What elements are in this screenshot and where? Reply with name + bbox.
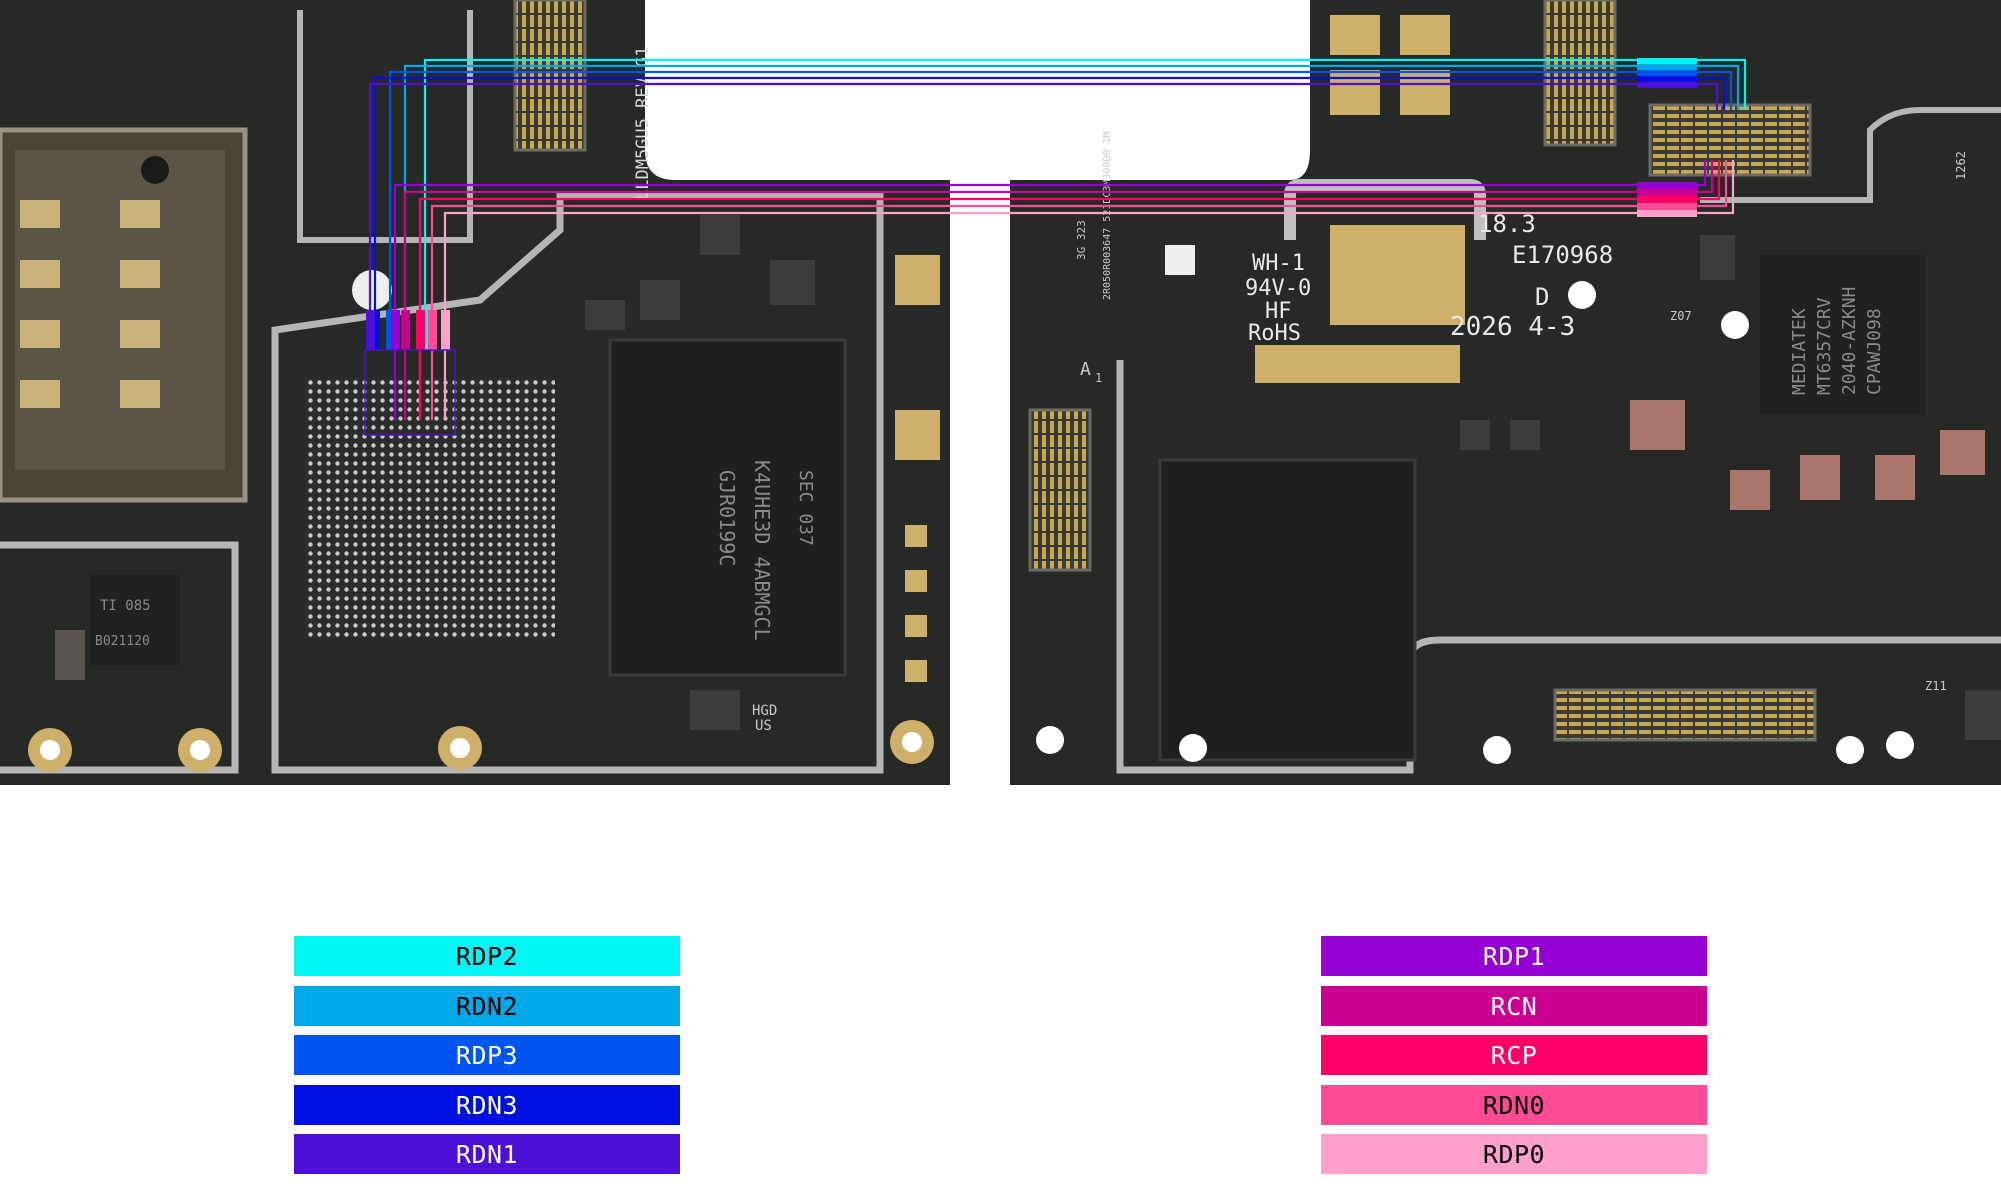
ram-code: GJR0199C bbox=[715, 470, 739, 566]
legend-rcn: RCN bbox=[1321, 986, 1707, 1026]
right-upper-frame bbox=[1700, 107, 2001, 203]
left-board: LLDM5GU5 REV:G1 K4UHE3D 4ABMGCL GJR0199C… bbox=[0, 0, 950, 785]
legend-rdn0: RDN0 bbox=[1321, 1085, 1707, 1125]
trace-pad-rdn3 bbox=[371, 310, 380, 350]
mt-part: MT6357CRV bbox=[1814, 297, 1835, 395]
hf-label: HF bbox=[1265, 299, 1292, 324]
cert-label: E170968 bbox=[1512, 241, 1613, 269]
pcb-board-diagram: LLDM5GU5 REV:G1 K4UHE3D 4ABMGCL GJR0199C… bbox=[0, 0, 2001, 785]
trace-pad-rdn0 bbox=[428, 310, 437, 350]
lldm-label: LLDM5GU5 REV:G1 bbox=[633, 46, 653, 200]
legend-rdn2: RDN2 bbox=[294, 986, 680, 1026]
trace-pad-rdn1 bbox=[366, 310, 375, 350]
right-gold-pads bbox=[1165, 15, 1465, 383]
right-copper-parts bbox=[1630, 400, 1985, 510]
legend-rcp: RCP bbox=[1321, 1035, 1707, 1075]
trace-pad-rdp2 bbox=[421, 310, 430, 350]
left-lower-frame bbox=[0, 541, 239, 774]
ram-chip bbox=[608, 338, 847, 677]
rev-label: 18.3 bbox=[1478, 210, 1536, 238]
conn-label-rdn3 bbox=[1637, 76, 1697, 82]
legend-rdn1: RDN1 bbox=[294, 1134, 680, 1174]
conn-label-rdn1 bbox=[1637, 82, 1697, 88]
a-marker: A bbox=[1080, 359, 1091, 380]
z11-label: Z11 bbox=[1925, 679, 1947, 693]
wh1-label: WH-1 bbox=[1252, 251, 1305, 276]
conn-label-rcp bbox=[1637, 196, 1697, 203]
trace-rdp2 bbox=[423, 58, 1747, 330]
hgd-label: HGD bbox=[752, 703, 777, 719]
trace-pad-rcp bbox=[416, 310, 425, 350]
mediatek-label: MEDIATEK bbox=[1789, 308, 1810, 395]
right-mid-connector bbox=[1648, 103, 1812, 177]
ram-label: K4UHE3D 4ABMGCL bbox=[750, 460, 774, 641]
bga-landing-outline bbox=[364, 349, 456, 436]
left-mount-holes bbox=[28, 270, 934, 772]
trace-rcn bbox=[403, 160, 1714, 420]
us-label: US bbox=[755, 718, 772, 734]
conn-label-rdn2 bbox=[1637, 64, 1697, 70]
legend-rdp2: RDP2 bbox=[294, 936, 680, 976]
conn-label-rdp0 bbox=[1637, 210, 1697, 217]
ul-d-label: D bbox=[1535, 283, 1549, 311]
sim-contacts bbox=[20, 200, 160, 408]
trace-rdn3 bbox=[373, 76, 1726, 330]
left-upper-frame bbox=[297, 10, 473, 243]
rohs-label: RoHS bbox=[1248, 321, 1301, 346]
mediatek-pmic bbox=[1760, 255, 1925, 415]
mt-code: 2040-AZKNH bbox=[1839, 287, 1860, 395]
mt-lot: CPAWJ098 bbox=[1864, 308, 1885, 395]
right-bottom-connector bbox=[1553, 688, 1817, 742]
sec-label: SEC 037 bbox=[795, 470, 816, 546]
left-shield-frame bbox=[271, 191, 884, 774]
ss-label: 3G 323 bbox=[1075, 220, 1088, 260]
left-top-connector bbox=[513, 0, 587, 152]
conn-label-rdn0 bbox=[1637, 203, 1697, 210]
left-gold-pads bbox=[895, 255, 940, 682]
trace-rdp1 bbox=[393, 160, 1707, 420]
trace-rdp3 bbox=[388, 70, 1733, 330]
right-side-connector bbox=[1028, 408, 1092, 572]
zxx-label: Z07 bbox=[1670, 309, 1692, 323]
right-large-chip bbox=[1158, 458, 1417, 762]
legend-rdn3: RDN3 bbox=[294, 1085, 680, 1125]
v0-label: 94V-0 bbox=[1245, 276, 1311, 301]
ti-code: TI 085 bbox=[100, 598, 151, 614]
conn-label-rdp2 bbox=[1637, 58, 1697, 64]
legend-rdp1: RDP1 bbox=[1321, 936, 1707, 976]
id-small: 2R050R003647 521DC3M300D0 1M bbox=[1102, 131, 1113, 300]
trace-pad-rdp0 bbox=[441, 310, 450, 350]
one-marker: 1 bbox=[1095, 371, 1102, 385]
conn-label-rdp1 bbox=[1637, 182, 1697, 189]
trace-pad-rdp3 bbox=[386, 310, 395, 350]
i262-label: 1262 bbox=[1954, 151, 1968, 180]
right-mount-holes bbox=[1036, 281, 1914, 764]
soc-bga bbox=[305, 378, 555, 638]
conn-label-rdp3 bbox=[1637, 70, 1697, 76]
ti-chip bbox=[90, 575, 180, 665]
sim-inner bbox=[15, 150, 225, 470]
trace-rcp bbox=[418, 160, 1721, 420]
b-code: B021120 bbox=[95, 634, 150, 649]
trace-overlay bbox=[364, 58, 1747, 436]
conn-label-rcn bbox=[1637, 189, 1697, 196]
date-label: 2026 4-3 bbox=[1450, 312, 1575, 342]
right-board: MEDIATEK MT6357CRV 2040-AZKNH CPAWJ098 W… bbox=[1010, 0, 2001, 785]
trace-rdn1 bbox=[368, 82, 1719, 330]
left-small-components bbox=[55, 215, 815, 730]
trace-pad-rdp1 bbox=[391, 310, 400, 350]
legend-rdp3: RDP3 bbox=[294, 1035, 680, 1075]
trace-pad-rcn bbox=[401, 310, 410, 350]
sim-hole bbox=[141, 156, 169, 184]
right-small-components bbox=[1460, 235, 2001, 740]
legend-rdp0: RDP0 bbox=[1321, 1134, 1707, 1174]
